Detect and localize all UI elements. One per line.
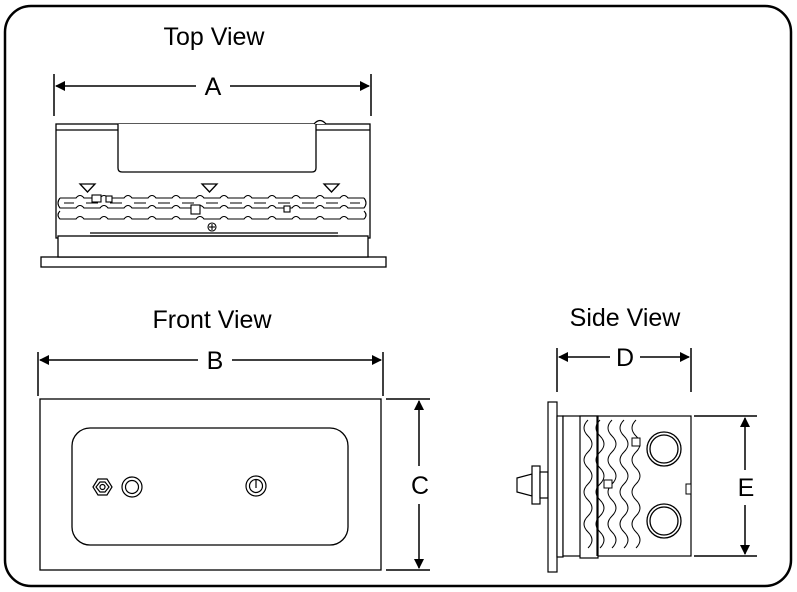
front-view: Front View B	[37, 306, 430, 571]
dimension-c-label: C	[411, 472, 429, 500]
conduit-knockout-icon	[646, 503, 682, 539]
dimension-e-label: E	[738, 474, 755, 502]
dimension-d	[556, 348, 692, 392]
top-view-title: Top View	[164, 23, 266, 51]
dimension-b	[37, 352, 384, 396]
top-view: Top View A	[40, 23, 387, 268]
dimension-b-label: B	[207, 347, 224, 375]
side-bracket	[685, 483, 692, 495]
front-control-panel	[71, 427, 349, 546]
power-switch-icon	[245, 475, 267, 497]
screw-icon	[207, 222, 217, 232]
side-burner	[583, 419, 641, 549]
dimension-c	[386, 398, 430, 571]
valve-knob-icon	[92, 478, 113, 496]
conduit-knockout-icon	[646, 431, 682, 467]
side-view: Side View D	[516, 304, 757, 573]
dimension-a	[53, 74, 372, 116]
side-view-title: Side View	[570, 304, 682, 332]
top-view-burner	[57, 194, 367, 220]
dimension-d-label: D	[616, 344, 634, 372]
dimension-e	[694, 415, 757, 557]
dimension-a-label: A	[205, 73, 222, 101]
ignition-button-icon	[121, 476, 143, 498]
front-view-title: Front View	[152, 306, 272, 334]
top-view-housing	[40, 119, 387, 268]
side-flange	[547, 401, 564, 573]
